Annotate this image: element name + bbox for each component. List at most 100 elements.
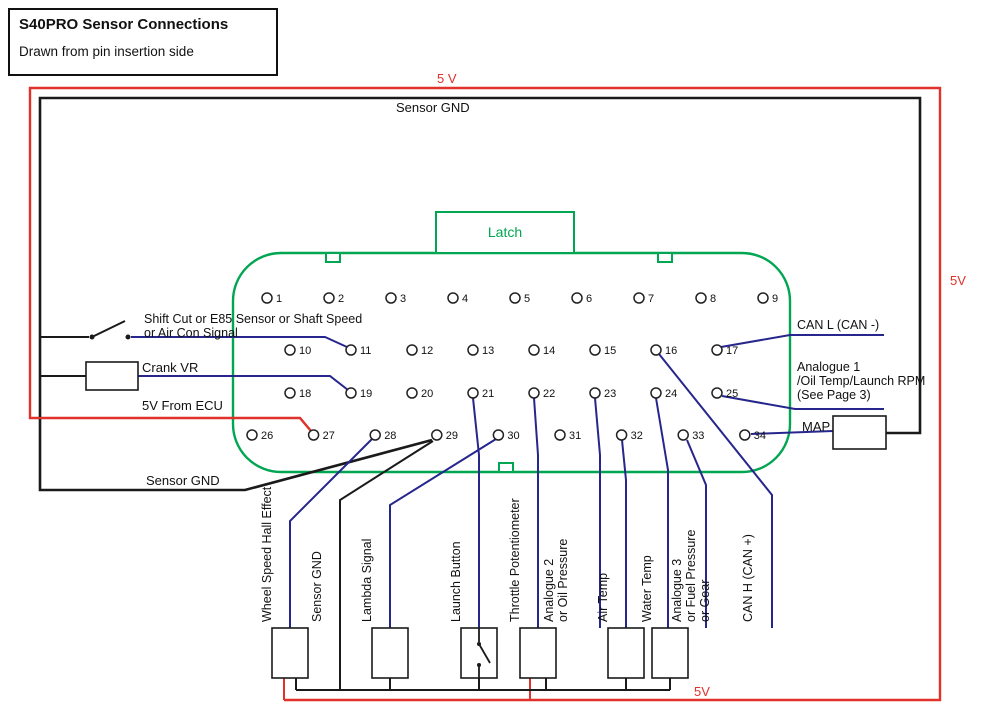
wire-wheel-speed bbox=[289, 438, 373, 628]
pin-3-circle bbox=[385, 292, 397, 304]
label-can-l: CAN L (CAN -) bbox=[797, 318, 880, 332]
wire-map bbox=[750, 430, 834, 435]
pin-32-number: 32 bbox=[631, 430, 643, 442]
wire-launch-button bbox=[472, 397, 480, 628]
pin-13-number: 13 bbox=[482, 345, 494, 357]
pin-24-number: 24 bbox=[665, 388, 677, 400]
water-temp-label: Water Temp bbox=[640, 555, 654, 622]
pin-9-circle bbox=[757, 292, 769, 304]
pin-20-number: 20 bbox=[421, 388, 433, 400]
pin-18-circle bbox=[284, 387, 296, 399]
pin-15-number: 15 bbox=[604, 345, 616, 357]
pin-26-circle bbox=[246, 429, 258, 441]
pin-27-number: 27 bbox=[323, 430, 335, 442]
pin-1-number: 1 bbox=[276, 293, 282, 305]
pin-15-circle bbox=[589, 344, 601, 356]
label-5v-top: 5 V bbox=[437, 71, 457, 86]
pin-29-number: 29 bbox=[446, 430, 458, 442]
wire-can-l bbox=[720, 334, 884, 348]
pin-26-number: 26 bbox=[261, 430, 273, 442]
vertical-label-line: Analogue 2 bbox=[542, 558, 556, 622]
pin-34-circle bbox=[739, 429, 751, 441]
pin-17-number: 17 bbox=[726, 345, 738, 357]
pin-24-circle bbox=[650, 387, 662, 399]
lambda-label: Lambda Signal bbox=[360, 539, 374, 622]
wire-5v-from-ecu bbox=[30, 417, 312, 432]
label-5v-right: 5V bbox=[950, 273, 966, 288]
pin-23-circle bbox=[589, 387, 601, 399]
diagram-subtitle: Drawn from pin insertion side bbox=[19, 44, 194, 59]
pin-11-number: 11 bbox=[360, 345, 371, 357]
wire-air-temp bbox=[621, 439, 627, 628]
wire-sensor-gnd-bottom bbox=[339, 440, 434, 690]
pin-7-circle bbox=[633, 292, 645, 304]
wire-throttle-pot bbox=[533, 397, 539, 628]
vertical-label-line: Throttle Potentiometer bbox=[508, 498, 522, 622]
pin-28-number: 28 bbox=[384, 430, 396, 442]
pin-18-number: 18 bbox=[299, 388, 311, 400]
pin-2-circle bbox=[323, 292, 335, 304]
pin-6-circle bbox=[571, 292, 583, 304]
pin-29-circle bbox=[431, 429, 443, 441]
label-analogue1-block: Analogue 1 /Oil Temp/Launch RPM (See Pag… bbox=[797, 360, 925, 402]
air-temp-sensor-box bbox=[607, 627, 645, 679]
connector-clip-right bbox=[657, 252, 673, 263]
launch-button-switch-symbol bbox=[477, 628, 491, 678]
pin-30-number: 30 bbox=[507, 430, 519, 442]
wire-sensor-gnd-border bbox=[38, 96, 922, 492]
pin-7-number: 7 bbox=[648, 293, 654, 305]
label-5v-from-ecu: 5V From ECU bbox=[142, 398, 223, 413]
wheel-speed-sensor-box bbox=[271, 627, 309, 679]
label-analogue1-line1: Analogue 1 bbox=[797, 360, 861, 374]
pin-8-circle bbox=[695, 292, 707, 304]
analogue2-label: Analogue 2 or Oil Pressure bbox=[542, 539, 570, 622]
wire-analogue1 bbox=[721, 395, 884, 410]
vertical-label-line: Lambda Signal bbox=[360, 538, 374, 622]
pin-23-number: 23 bbox=[604, 388, 616, 400]
pin-19-number: 19 bbox=[360, 388, 372, 400]
vertical-label-line: Water Temp bbox=[640, 555, 654, 622]
can-h-label: CAN H (CAN +) bbox=[741, 534, 755, 622]
vertical-label-line: Wheel Speed Hall Effect bbox=[260, 486, 274, 622]
sensor-gnd-bottom-label: Sensor GND bbox=[310, 551, 324, 622]
throttle-pot-box bbox=[519, 627, 557, 679]
vertical-label-line: or Oil Pressure bbox=[556, 538, 570, 622]
vertical-label-line: or Fuel Pressure bbox=[684, 529, 698, 622]
pin-16-circle bbox=[650, 344, 662, 356]
wire-analogue3 bbox=[686, 439, 707, 628]
lambda-sensor-box bbox=[371, 627, 409, 679]
vertical-label-line: CAN H (CAN +) bbox=[741, 534, 755, 622]
label-latch: Latch bbox=[487, 224, 523, 240]
vertical-label-line: Launch Button bbox=[449, 541, 463, 622]
pin-11-circle bbox=[345, 344, 357, 356]
vertical-label-line: Air Temp bbox=[596, 572, 610, 622]
crank-vr-box bbox=[85, 361, 139, 391]
pin-12-circle bbox=[406, 344, 418, 356]
pin-2-number: 2 bbox=[338, 293, 344, 305]
map-sensor-box bbox=[832, 415, 887, 450]
pin-1-circle bbox=[261, 292, 273, 304]
wheel-speed-label: Wheel Speed Hall Effect bbox=[260, 487, 274, 622]
label-analogue1-line3: (See Page 3) bbox=[797, 388, 871, 402]
pin-3-number: 3 bbox=[400, 293, 406, 305]
pin-27-circle bbox=[307, 429, 320, 441]
latch-box bbox=[435, 211, 575, 254]
throttle-pot-label: Throttle Potentiometer bbox=[508, 498, 522, 622]
pin-20-circle bbox=[406, 387, 418, 399]
pin-6-number: 6 bbox=[586, 293, 592, 305]
pin-31-number: 31 bbox=[569, 430, 581, 442]
label-sensor-gnd-top: Sensor GND bbox=[396, 100, 470, 115]
vertical-label-line: or Gear bbox=[698, 579, 712, 622]
pin-22-number: 22 bbox=[543, 388, 555, 400]
pin-22-circle bbox=[528, 387, 540, 399]
pin-33-circle bbox=[677, 429, 689, 441]
label-shift-cut-line1: Shift Cut or E85 Sensor or Shaft Speed bbox=[144, 312, 363, 326]
vertical-label-line: Sensor GND bbox=[310, 551, 324, 622]
label-5v-bottom: 5V bbox=[694, 684, 710, 699]
pin-8-number: 8 bbox=[710, 293, 716, 305]
title-box: S40PRO Sensor Connections Drawn from pin… bbox=[8, 8, 278, 76]
connector-clip-bottom bbox=[498, 462, 514, 473]
label-shift-cut-line2: or Air Con Signal bbox=[144, 326, 238, 340]
wire-analogue2 bbox=[594, 397, 601, 628]
